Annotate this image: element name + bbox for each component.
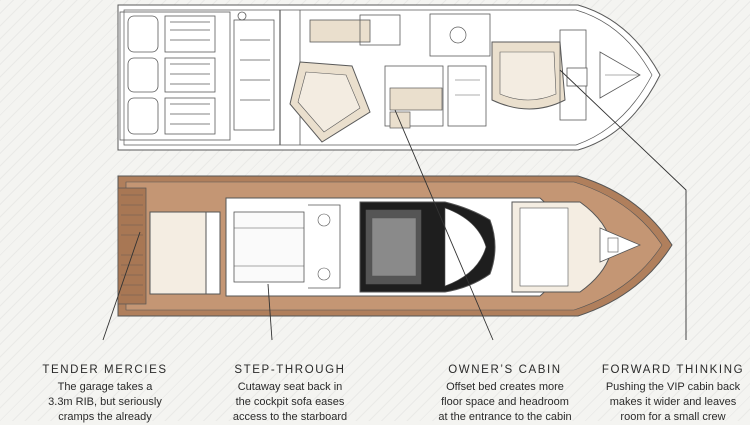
- caption-owners-cabin: OWNER’S CABIN Offset bed creates more fl…: [425, 364, 585, 425]
- caption-body: The garage takes a 3.3m RIB, but serious…: [48, 381, 162, 423]
- caption-title: TENDER MERCIES: [42, 364, 168, 376]
- cockpit-sofa: [233, 211, 305, 283]
- tender-garage: [119, 11, 275, 141]
- caption-body: Cutaway seat back in the cockpit sofa ea…: [232, 381, 348, 423]
- leader-lines: [102, 69, 687, 341]
- caption-title: FORWARD THINKING: [601, 364, 745, 376]
- leader-owners-cabin: [394, 109, 494, 341]
- caption-step-through: STEP-THROUGH Cutaway seat back in the co…: [205, 364, 375, 425]
- caption-tender-mercies: TENDER MERCIES The garage takes a 3.3m R…: [30, 364, 180, 425]
- aft-sunpad: [149, 211, 207, 295]
- caption-title: OWNER’S CABIN: [448, 364, 562, 376]
- caption-body: Pushing the VIP cabin back makes it wide…: [605, 381, 741, 423]
- lower-deck-hull-outline: [117, 4, 661, 151]
- leader-step-through: [267, 283, 273, 341]
- main-deck-plan: [117, 175, 673, 317]
- caption-forward-thinking: FORWARD THINKING Pushing the VIP cabin b…: [598, 364, 748, 425]
- leader-tender: [102, 231, 141, 341]
- leader-forward-thinking: [559, 69, 687, 340]
- caption-body: Offset bed creates more floor space and …: [438, 381, 572, 423]
- lower-deck-plan: [117, 4, 661, 151]
- caption-title: STEP-THROUGH: [234, 364, 346, 376]
